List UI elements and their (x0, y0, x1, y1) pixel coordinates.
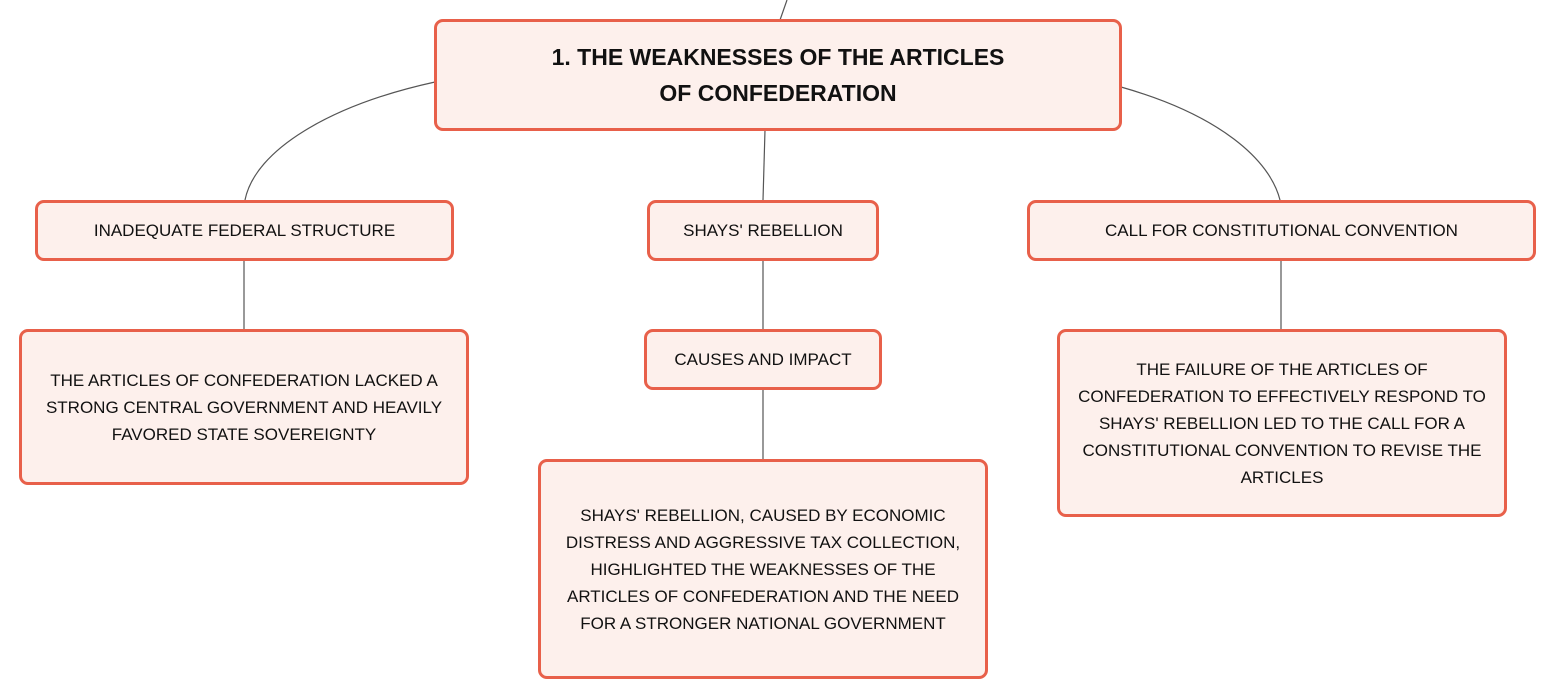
node-call-for-convention[interactable]: CALL FOR CONSTITUTIONAL CONVENTION (1027, 200, 1536, 261)
node-label: INADEQUATE FEDERAL STRUCTURE (93, 221, 396, 240)
connector-parent (779, 0, 788, 21)
node-label: CAUSES AND IMPACT (674, 350, 852, 369)
node-text: SHAYS' REBELLION, CAUSED BY ECONOMIC DIS… (565, 505, 961, 633)
root-label: 1. THE WEAKNESSES OF THE ARTICLES OF CON… (551, 44, 1005, 106)
node-shays-detail[interactable]: SHAYS' REBELLION, CAUSED BY ECONOMIC DIS… (538, 459, 988, 679)
node-shays-rebellion[interactable]: SHAYS' REBELLION (647, 200, 879, 261)
node-causes-and-impact[interactable]: CAUSES AND IMPACT (644, 329, 882, 390)
connector-root-shays (762, 129, 766, 201)
connector-root-inadequate (244, 81, 436, 201)
node-text: THE ARTICLES OF CONFEDERATION LACKED A S… (45, 370, 443, 444)
root-node[interactable]: 1. THE WEAKNESSES OF THE ARTICLES OF CON… (434, 19, 1122, 131)
node-label: CALL FOR CONSTITUTIONAL CONVENTION (1105, 221, 1458, 240)
node-inadequate-detail[interactable]: THE ARTICLES OF CONFEDERATION LACKED A S… (19, 329, 469, 485)
connector-root-call (1120, 86, 1281, 201)
node-inadequate-federal-structure[interactable]: INADEQUATE FEDERAL STRUCTURE (35, 200, 454, 261)
node-text: THE FAILURE OF THE ARTICLES OF CONFEDERA… (1078, 359, 1486, 487)
node-call-detail[interactable]: THE FAILURE OF THE ARTICLES OF CONFEDERA… (1057, 329, 1507, 517)
node-label: SHAYS' REBELLION (683, 221, 843, 240)
